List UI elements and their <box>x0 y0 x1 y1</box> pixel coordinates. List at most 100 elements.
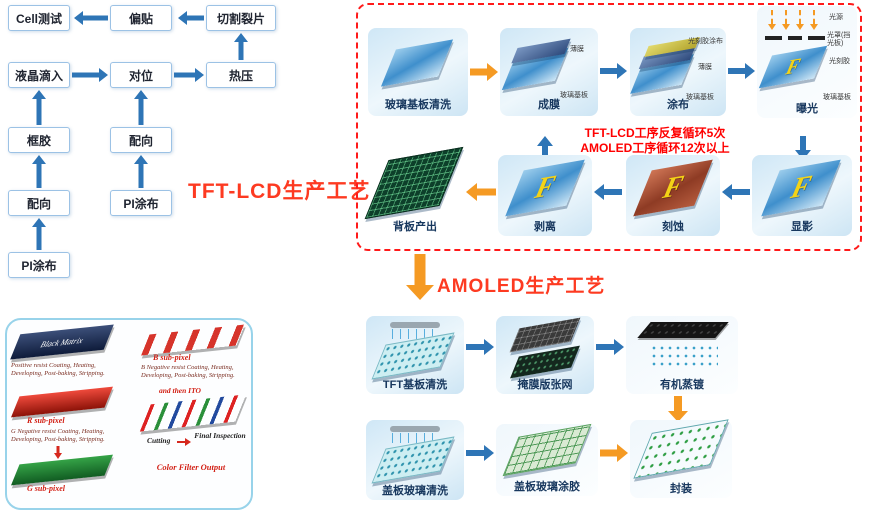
flow-box-label: PI涂布 <box>123 196 159 211</box>
step-label: 盖板玻璃涂胶 <box>514 481 580 493</box>
pr-coat-annotation: 光刻胶涂布 <box>688 38 723 45</box>
arrow-lc-drop-to-align <box>72 68 108 82</box>
arrow-develop-to-etch <box>722 183 750 201</box>
r-subpixel-icon <box>11 386 113 418</box>
uv-arrowhead-icon <box>768 24 776 30</box>
arrow-rubbing-to-align <box>134 90 148 125</box>
arrow-tft-clean-to-mask <box>466 338 494 356</box>
step-panel-etch: F 刻蚀 <box>626 155 720 236</box>
strip-substrate-icon: F <box>505 159 585 217</box>
etch-substrate-icon: F <box>633 159 713 217</box>
black-matrix-label: Black Matrix <box>39 335 85 349</box>
uv-light-icon <box>785 10 787 24</box>
glass-substrate-icon <box>380 39 454 87</box>
arrow-etch-to-strip <box>594 183 622 201</box>
step-panel-glass-clean: 玻璃基板清洗 <box>368 28 468 116</box>
substrate-annotation: 玻璃基板 <box>560 92 588 99</box>
flow-box-label: 偏贴 <box>128 11 153 26</box>
flow-box-label: 配向 <box>128 133 153 148</box>
flow-box-label: 对位 <box>128 68 153 83</box>
flow-box-seal: 框胶 <box>8 127 70 153</box>
arrow-pian-tie-to-cell-test <box>74 11 108 25</box>
step-panel-cover-coat: 盖板玻璃涂胶 <box>496 423 598 496</box>
step-panel-strip: F 剥离 <box>498 155 592 236</box>
final-inspection-label: Final Inspection <box>194 431 246 440</box>
photomask-icon <box>765 36 825 40</box>
flow-box-polarizer: 偏贴 <box>110 5 172 31</box>
cutting-label: Cutting <box>147 436 171 445</box>
arrow-mask-to-evaporation <box>596 338 624 356</box>
flow-box-lc-drop: 液晶滴入 <box>8 62 70 88</box>
tft-substrate-icon <box>371 332 455 380</box>
flow-box-pi-coat-left: PI涂布 <box>8 252 70 278</box>
vapor-droplets-icon <box>650 344 718 370</box>
b-subpixel-label: B sub-pixel <box>153 353 191 362</box>
step-label: 刻蚀 <box>662 221 684 233</box>
flow-box-pi-coat-mid: PI涂布 <box>110 190 172 216</box>
uv-arrowhead-icon <box>782 24 790 30</box>
step-panel-tft-clean: TFT基板清洗 <box>366 316 464 394</box>
color-filter-output-label: Color Filter Output <box>156 462 226 472</box>
flow-box-hot-press: 热压 <box>206 62 276 88</box>
step-panel-backplane: 背板产出 <box>364 146 464 236</box>
arrow-coat-to-expose <box>728 62 755 80</box>
flow-box-label: PI涂布 <box>21 258 57 273</box>
step-label: 显影 <box>791 221 813 233</box>
step-panel-mask-net: 掩膜版张网 <box>496 316 594 394</box>
step-label: 封装 <box>670 483 692 495</box>
develop-substrate-icon: F <box>761 159 841 217</box>
water-jets-icon <box>392 329 438 339</box>
step-label: 掩膜版张网 <box>517 379 573 391</box>
arrow-seal-to-lc-drop <box>32 90 46 125</box>
flow-box-rubbing-mid: 配向 <box>110 127 172 153</box>
flow-box-label: 配向 <box>26 196 51 211</box>
uv-light-icon <box>799 10 801 24</box>
flow-box-cutting: 切割裂片 <box>206 5 276 31</box>
sprayer-icon <box>390 322 440 328</box>
uv-arrowhead-icon <box>796 24 804 30</box>
step-panel-develop: F 显影 <box>752 155 852 236</box>
black-matrix-icon: Black Matrix <box>10 324 114 360</box>
arrow-clean-to-film <box>470 62 498 82</box>
step-label: 涂布 <box>667 99 689 111</box>
water-jets-icon <box>392 433 438 443</box>
color-filter-sheet-icon <box>139 394 247 432</box>
arrow-to-amoled-section <box>405 254 435 300</box>
array-process-dashed-frame <box>356 3 862 251</box>
pr-annotation: 光刻胶 <box>829 58 850 65</box>
step-label: 曝光 <box>796 103 818 115</box>
color-filter-inset: Black Matrix Positive resist Coating, He… <box>5 318 253 510</box>
cf-note-g: G Negative resist Coating, Heating, Deve… <box>11 428 105 443</box>
step-label: 盖板玻璃清洗 <box>382 485 448 497</box>
arrow-pi-to-rubbing-left <box>32 218 46 250</box>
arrow-rubbing-to-seal <box>32 155 46 188</box>
encapsulated-panel-icon <box>633 419 729 479</box>
glue-grid-icon <box>502 423 592 477</box>
cover-glass-icon <box>371 436 455 484</box>
evaporation-source-icon <box>637 322 729 338</box>
tft-lcd-process-title: TFT-LCD生产工艺 <box>188 180 371 203</box>
amoled-process-title: AMOLED生产工艺 <box>437 276 606 297</box>
sprayer-icon <box>390 426 440 432</box>
step-panel-evaporation: 有机蒸镀 <box>626 316 738 394</box>
flow-box-rubbing-left: 配向 <box>8 190 70 216</box>
cycle-note-line2: AMOLED工序循环12次以上 <box>580 141 730 155</box>
g-subpixel-label: G sub-pixel <box>27 484 65 493</box>
arrow-cutting-to-pian-tie <box>178 11 204 25</box>
film-annotation: 薄膜 <box>570 46 584 53</box>
step-label: 成膜 <box>538 99 560 111</box>
arrow-cf-down <box>53 446 63 459</box>
step-label: 玻璃基板清洗 <box>385 99 451 111</box>
arrow-coat-to-encapsulation <box>600 444 628 462</box>
light-source-annotation: 光源 <box>829 14 843 21</box>
step-label: 背板产出 <box>393 221 437 233</box>
flow-box-label: 液晶滴入 <box>14 68 63 83</box>
step-panel-coat: 光刻胶涂布 薄膜 玻璃基板 涂布 <box>630 28 726 116</box>
mask-net-icon <box>510 345 580 379</box>
exposed-substrate-icon: F <box>758 45 828 89</box>
cf-note-positive: Positive resist Coating, Heating, Develo… <box>11 362 105 377</box>
arrow-hot-press-to-cutting <box>234 33 248 60</box>
b-subpixel-icon <box>141 324 245 356</box>
cycle-note-line1: TFT-LCD工序反复循环5次 <box>584 126 726 140</box>
